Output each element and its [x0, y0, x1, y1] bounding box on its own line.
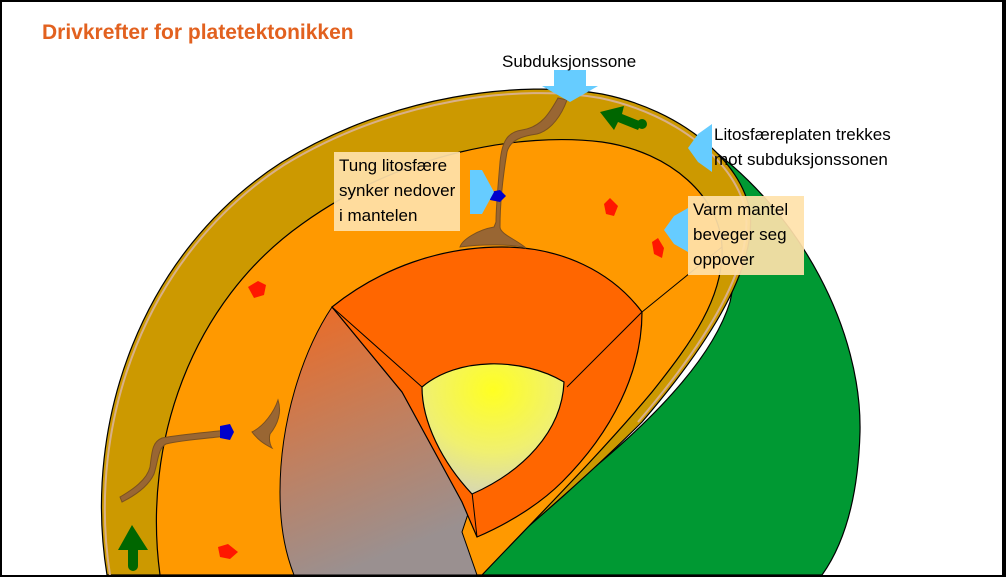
heavy-lithosphere-label: Tung litosfære synker nedover i mantelen [334, 152, 461, 231]
convection-arrow [218, 544, 238, 559]
sinking-arrow [470, 170, 494, 214]
slab-pull-line: Litosfæreplaten trekkes [714, 125, 891, 144]
slab-pull-label: Litosfæreplaten trekkes mot subduksjonss… [714, 122, 891, 172]
convection-arrow [248, 281, 266, 298]
slab-pull-line: mot subduksjonssonen [714, 150, 888, 169]
slab-pull-arrow [688, 124, 712, 172]
plate-arrow-top [600, 106, 642, 130]
subducting-slab-top [459, 97, 568, 249]
cut-face [279, 306, 478, 575]
subduction-zone-label: Subduksjonssone [502, 52, 637, 71]
inner-core [421, 363, 565, 495]
warm-mantle-line: beveger seg [693, 225, 787, 244]
convection-arrow [604, 198, 618, 216]
convection-arrow [652, 238, 664, 258]
slab-tip-top [490, 190, 506, 202]
rising-arrow [664, 208, 688, 252]
heavy-lithosphere-line: i mantelen [339, 206, 418, 225]
plate-arrow-left [118, 525, 148, 566]
page-title: Drivkrefter for platetektonikken [42, 21, 354, 44]
warm-mantle-line: Varm mantel [693, 200, 789, 219]
heavy-lithosphere-line: Tung litosfære [339, 156, 448, 175]
subduction-arrow [542, 70, 598, 102]
slab-tip-left [220, 424, 234, 440]
warm-mantle-line: oppover [693, 250, 755, 269]
warm-mantle-label: Varm mantel beveger seg oppover [688, 196, 804, 275]
heavy-lithosphere-line: synker nedover [339, 181, 456, 200]
